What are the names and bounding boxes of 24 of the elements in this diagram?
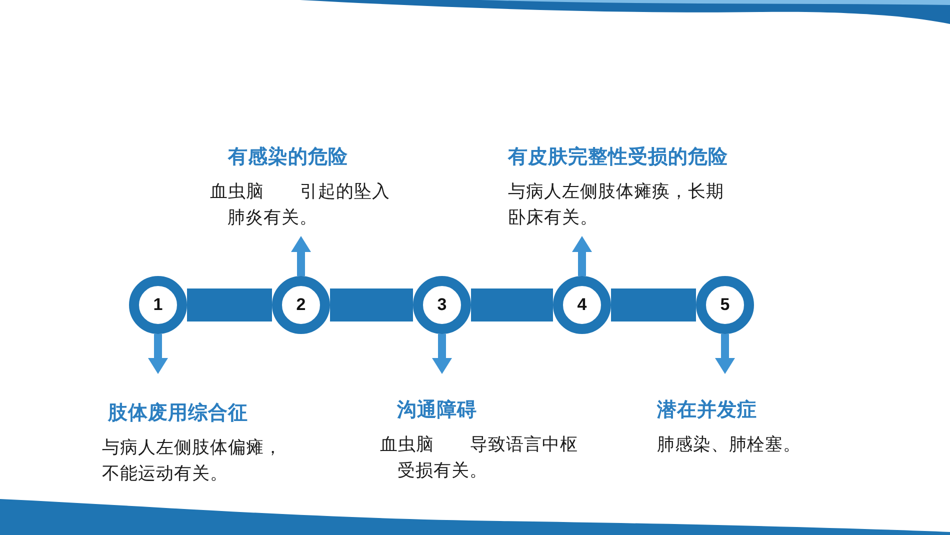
step-heading: 有感染的危险 xyxy=(228,145,348,170)
connector-bar xyxy=(330,288,413,322)
step-heading: 肢体废用综合征 xyxy=(108,401,248,426)
arrow xyxy=(148,334,168,374)
step-description: 肺感染、肺栓塞。 xyxy=(657,433,802,456)
arrow xyxy=(432,334,452,374)
step-description: 血虫脑 导致语言中枢受损有关。 xyxy=(380,433,579,482)
numbered-circle: 2 xyxy=(272,276,330,334)
connector-bar xyxy=(187,288,272,322)
connector-bar xyxy=(471,288,553,322)
numbered-circle: 5 xyxy=(696,276,754,334)
step-description: 与病人左侧肢体瘫痪，长期卧床有关。 xyxy=(508,180,725,229)
step-heading: 沟通障碍 xyxy=(397,398,477,423)
numbered-circle: 1 xyxy=(129,276,187,334)
numbered-circle: 3 xyxy=(413,276,471,334)
arrow xyxy=(291,236,311,276)
step-heading: 潜在并发症 xyxy=(657,398,757,423)
arrow xyxy=(715,334,735,374)
step-description: 血虫脑 引起的坠入肺炎有关。 xyxy=(210,180,391,229)
step-heading: 有皮肤完整性受损的危险 xyxy=(508,145,728,170)
step-description: 与病人左侧肢体偏瘫，不能运动有关。 xyxy=(102,436,283,485)
arrow xyxy=(572,236,592,276)
connector-bar xyxy=(611,288,696,322)
numbered-circle: 4 xyxy=(553,276,611,334)
